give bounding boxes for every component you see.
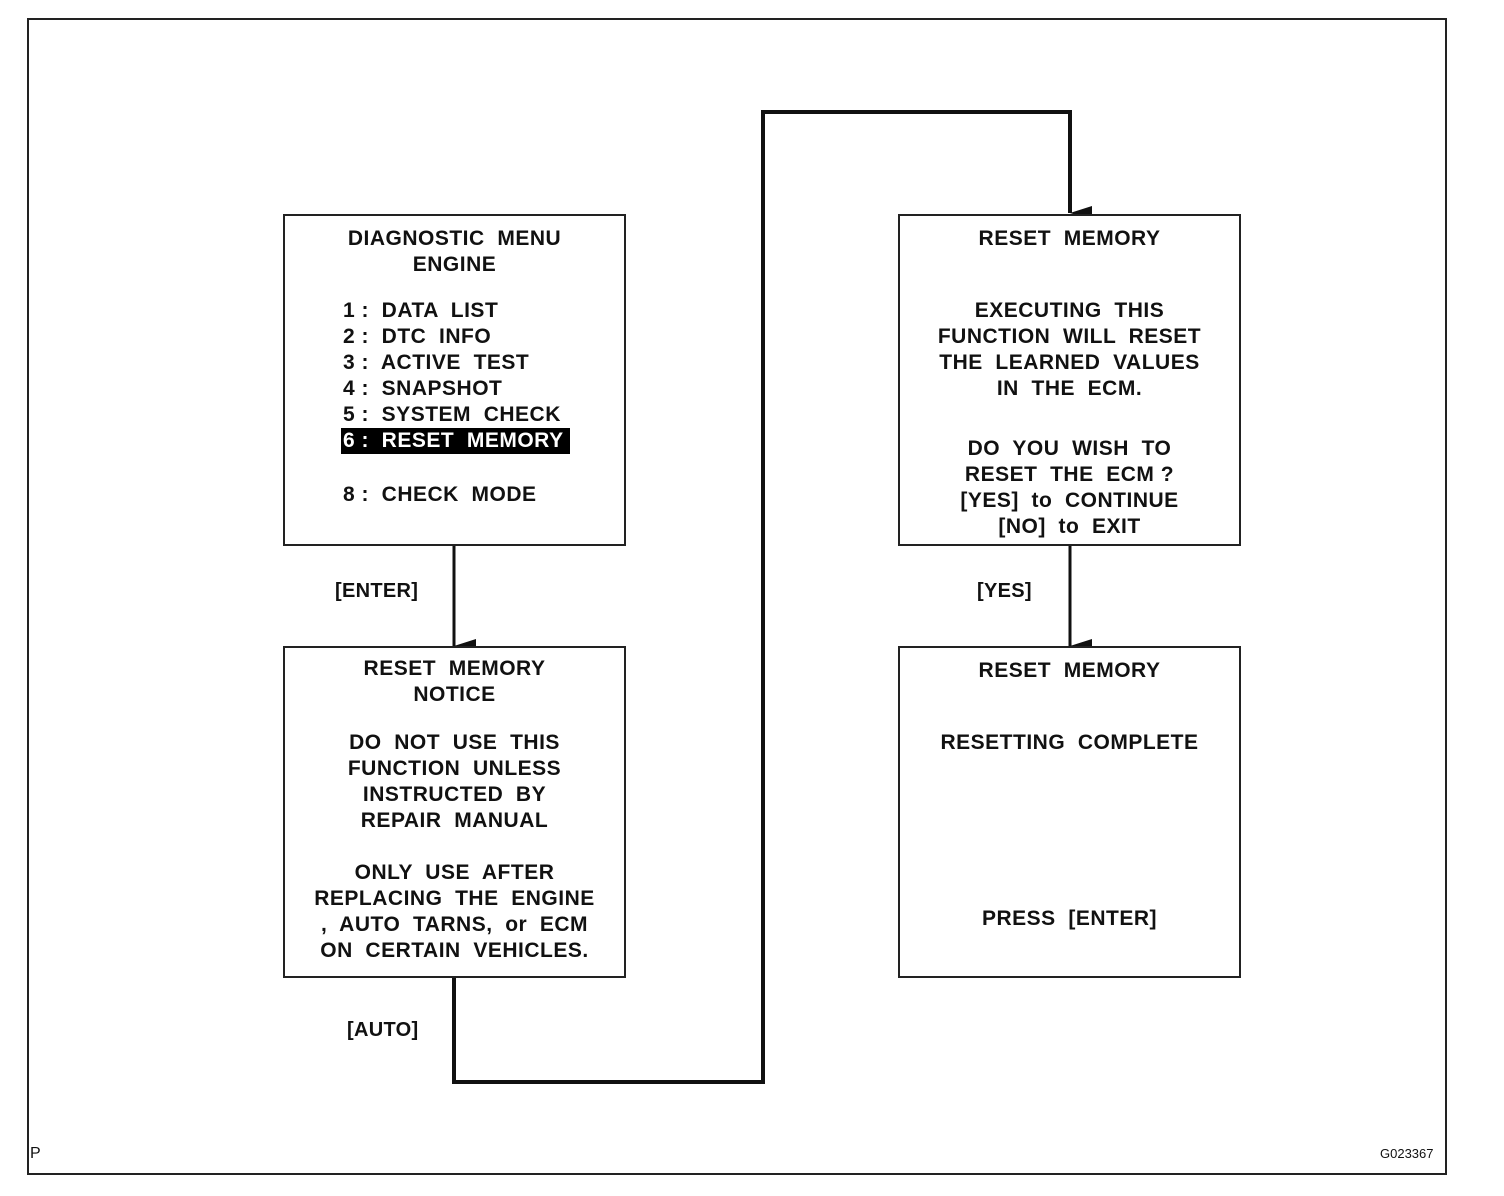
menu-item-active-test[interactable]: 3 : ACTIVE TEST [343,351,530,374]
yes-label: [YES] [977,580,1032,602]
notice-line: , AUTO TARNS, or ECM [320,913,589,936]
notice-line: ONLY USE AFTER [354,861,555,884]
menu-title: DIAGNOSTIC MENU [347,227,562,250]
confirm-line: DO YOU WISH TO [967,437,1172,460]
reset-complete-box: RESET MEMORY RESETTING COMPLETE PRESS [E… [898,646,1241,978]
confirm-yes-option[interactable]: [YES] to CONTINUE [960,489,1179,512]
notice-line: REPLACING THE ENGINE [314,887,595,910]
notice-line: FUNCTION UNLESS [347,757,562,780]
complete-status: RESETTING COMPLETE [940,731,1199,754]
menu-item-dtc-info[interactable]: 2 : DTC INFO [343,325,492,348]
menu-item-data-list[interactable]: 1 : DATA LIST [343,299,499,322]
reset-confirm-box: RESET MEMORY EXECUTING THIS FUNCTION WIL… [898,214,1241,546]
menu-item-reset-memory-selected[interactable]: 6 : RESET MEMORY [341,428,570,454]
press-enter-prompt[interactable]: PRESS [ENTER] [981,907,1158,930]
menu-item-check-mode[interactable]: 8 : CHECK MODE [343,483,537,506]
corner-mark-left: P [30,1145,41,1162]
confirm-line: THE LEARNED VALUES [939,351,1200,374]
complete-title: RESET MEMORY [978,659,1161,682]
confirm-no-option[interactable]: [NO] to EXIT [998,515,1141,538]
notice-line: ON CERTAIN VEHICLES. [320,939,589,962]
auto-connector [452,110,1092,1084]
notice-line: INSTRUCTED BY [362,783,547,806]
reset-notice-box: RESET MEMORY NOTICE DO NOT USE THIS FUNC… [283,646,626,978]
notice-subtitle: NOTICE [413,683,496,706]
notice-line: REPAIR MANUAL [360,809,549,832]
diagnostic-menu-box: DIAGNOSTIC MENU ENGINE 1 : DATA LIST 2 :… [283,214,626,546]
menu-item-system-check[interactable]: 5 : SYSTEM CHECK [343,403,561,426]
confirm-line: RESET THE ECM ? [964,463,1175,486]
menu-item-snapshot[interactable]: 4 : SNAPSHOT [343,377,503,400]
enter-label: [ENTER] [335,580,419,602]
confirm-line: IN THE ECM. [996,377,1143,400]
figure-frame [27,18,1447,1175]
confirm-title: RESET MEMORY [978,227,1161,250]
notice-line: DO NOT USE THIS [349,731,560,754]
auto-label: [AUTO] [347,1019,419,1041]
figure-code: G023367 [1380,1146,1434,1161]
confirm-line: EXECUTING THIS [974,299,1165,322]
confirm-line: FUNCTION WILL RESET [937,325,1202,348]
menu-subtitle: ENGINE [412,253,497,276]
notice-title: RESET MEMORY [363,657,546,680]
